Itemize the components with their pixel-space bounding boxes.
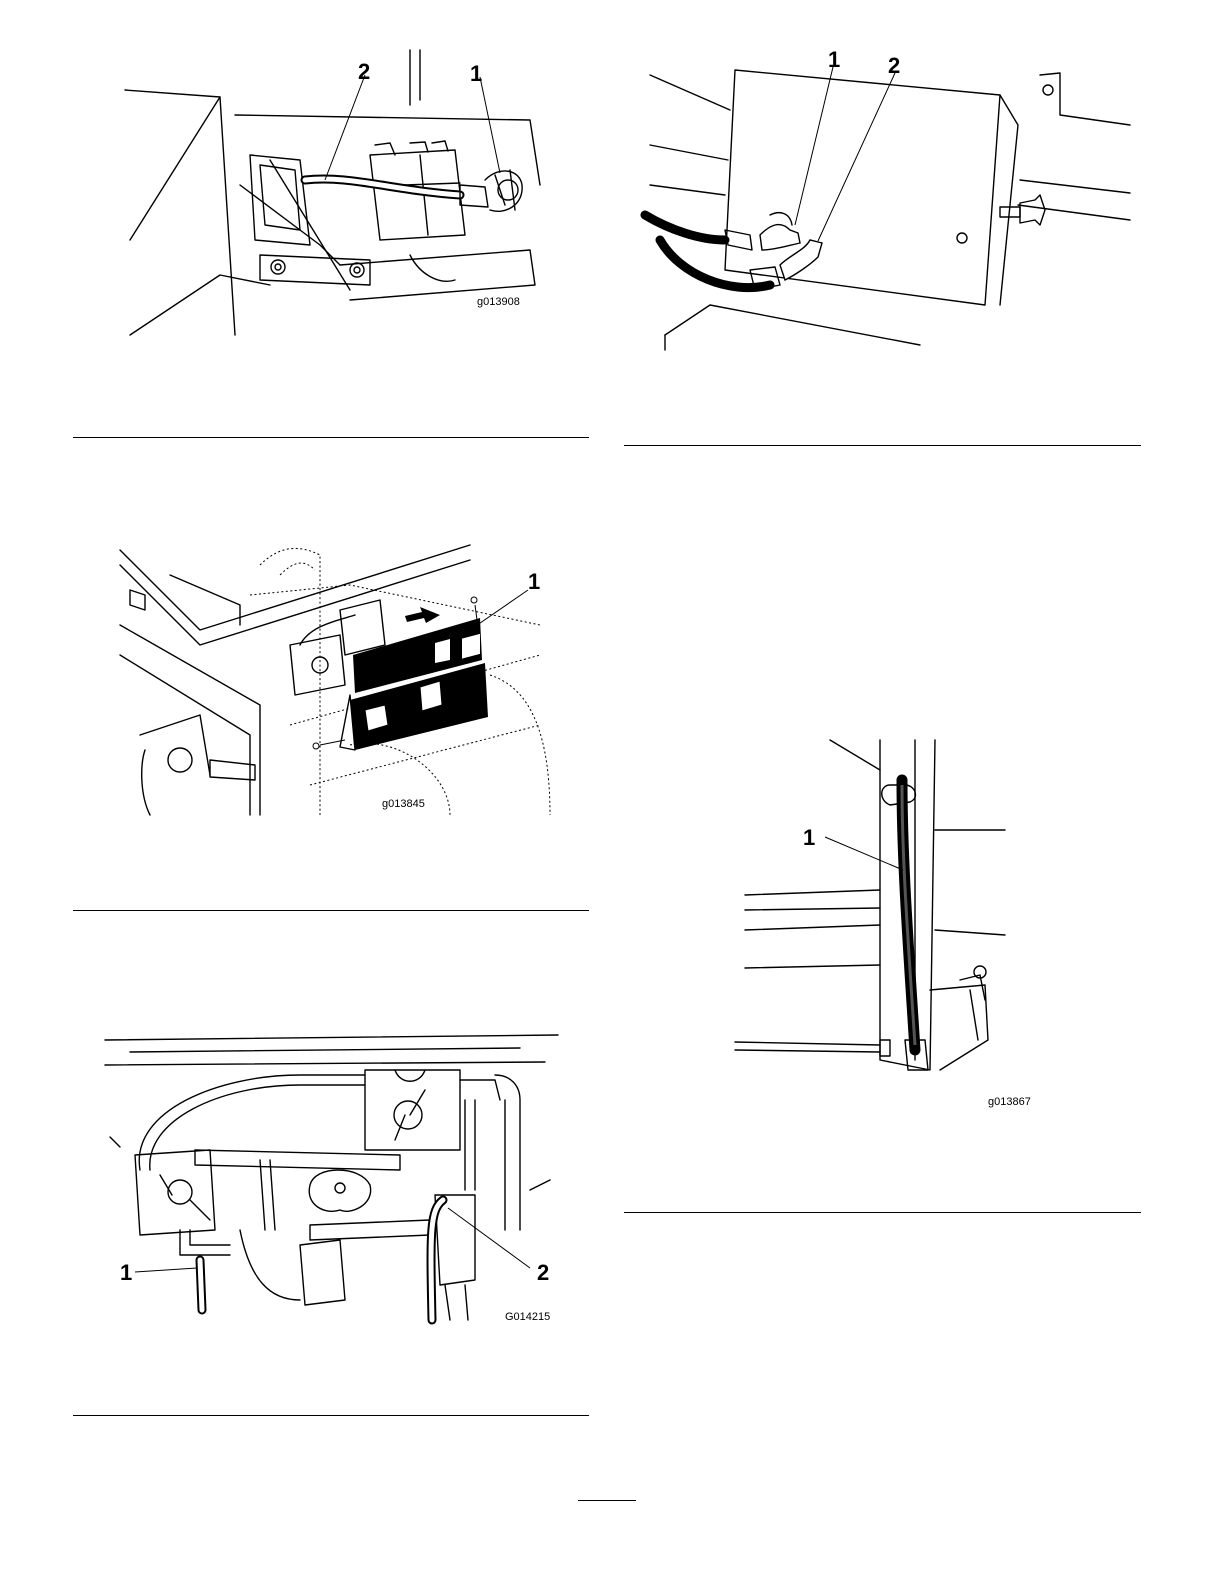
figure-code: g013845 [382, 798, 425, 810]
figure-code: g013867 [988, 1096, 1031, 1108]
figure-1-illustration: 2 1 g013908 [110, 45, 580, 345]
callout-2: 2 [537, 1260, 549, 1285]
callout-1: 1 [803, 825, 815, 850]
figure-3-illustration: 1 2 G014215 [100, 1030, 570, 1330]
page-number-rule [578, 1500, 636, 1501]
section-divider [624, 1212, 1141, 1213]
figure-2-illustration: 1 g013845 [110, 535, 580, 820]
callout-1: 1 [828, 47, 840, 72]
callout-2: 2 [888, 53, 900, 78]
callout-2: 2 [358, 59, 370, 84]
callout-1: 1 [528, 569, 540, 594]
section-divider [624, 445, 1141, 446]
figure-code: g013908 [477, 296, 520, 308]
figure-5-illustration: 1 g013867 [730, 740, 1050, 1120]
section-divider [73, 1415, 589, 1416]
section-divider [73, 910, 589, 911]
callout-1: 1 [120, 1260, 132, 1285]
figure-4-illustration: 1 2 [640, 45, 1130, 355]
section-divider [73, 437, 589, 438]
figure-code: G014215 [505, 1311, 550, 1323]
callout-1: 1 [470, 61, 482, 86]
